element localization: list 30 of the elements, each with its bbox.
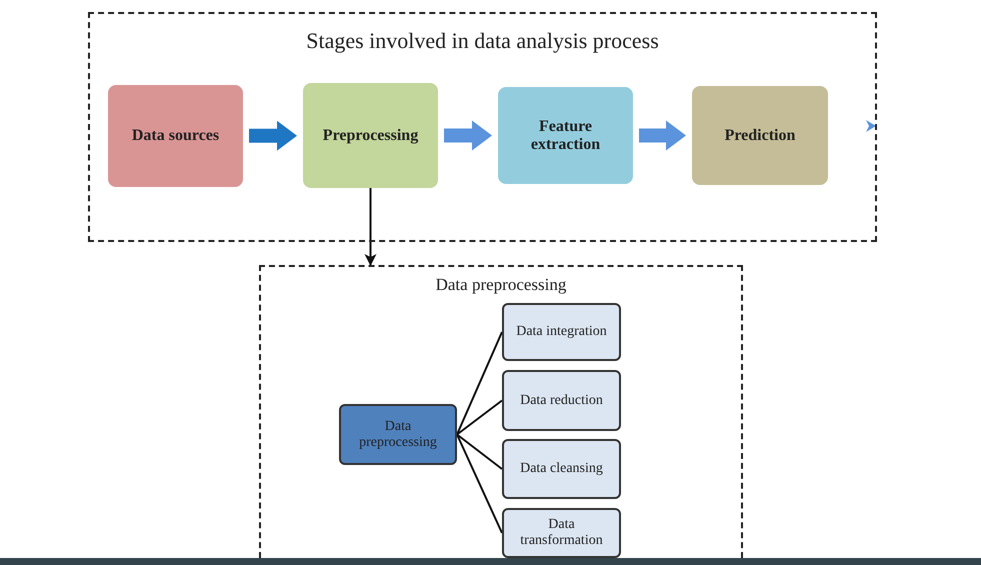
preprocessing-group-frame — [259, 265, 743, 558]
box-label: Data reduction — [520, 392, 603, 408]
stage-group-frame — [88, 12, 877, 242]
box-label: Data transformation — [519, 517, 604, 549]
block-arrow — [639, 120, 686, 150]
process-box — [303, 83, 438, 188]
box-label: Data integration — [516, 324, 607, 340]
connector-line — [456, 434, 503, 534]
process-box — [502, 439, 621, 499]
box-label: Prediction — [724, 126, 796, 144]
connector-line — [456, 400, 503, 436]
connector-line — [456, 434, 503, 470]
process-box — [498, 87, 633, 184]
box-label: Preprocessing — [322, 126, 418, 144]
box-label: Data cleansing — [520, 461, 603, 477]
process-box — [339, 404, 457, 465]
process-box — [502, 303, 621, 361]
process-box — [692, 86, 828, 185]
box-label: Data preprocessing — [358, 418, 438, 450]
block-arrow — [249, 120, 297, 151]
process-box — [108, 85, 243, 187]
group-title: Data preprocessing — [434, 275, 568, 295]
process-box — [502, 370, 621, 431]
arrow — [364, 188, 376, 266]
group-title: Stages involved in data analysis process — [305, 28, 660, 54]
box-label: Feature extraction — [530, 118, 602, 154]
block-arrow — [444, 120, 492, 150]
box-label: Data sources — [132, 127, 220, 145]
process-box — [502, 508, 621, 558]
connector-line — [456, 332, 503, 435]
